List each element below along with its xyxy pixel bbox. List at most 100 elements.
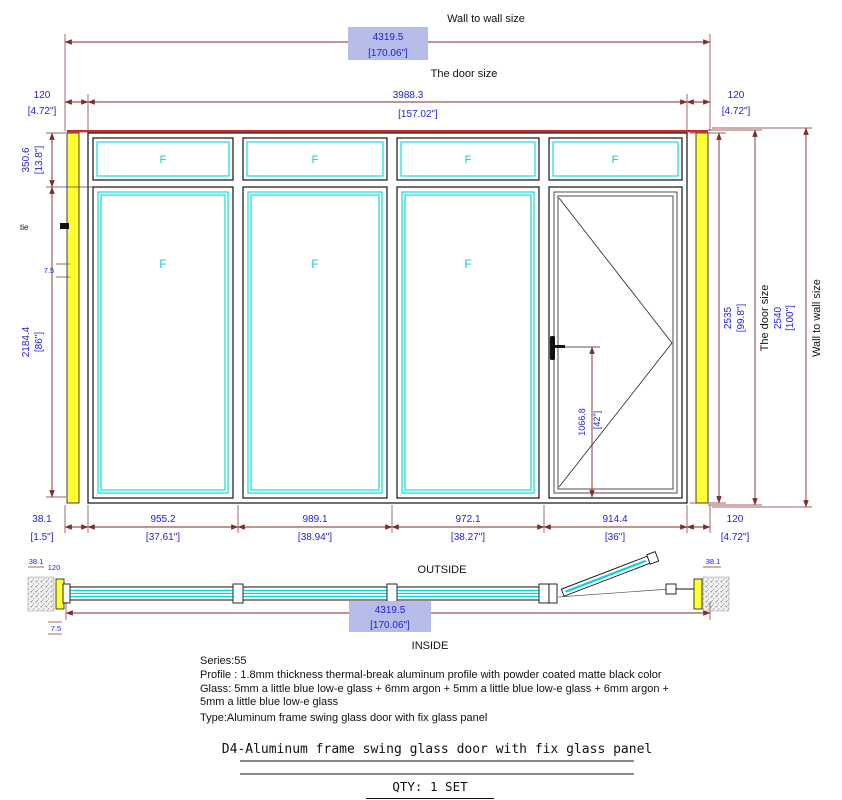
plan-left-wall-mm: 38.1: [29, 557, 44, 566]
right-gap-bottom-mm: 120: [727, 514, 744, 525]
spec-glass-1: Glass: 5mm a little blue low-e glass + 6…: [200, 683, 669, 695]
open-leaf-glass: [565, 559, 647, 593]
door-handle-lever: [554, 345, 565, 348]
bottom-dimensions: 955.2 [37.61"] 989.1 [38.94"] 972.1 [38.…: [64, 505, 750, 543]
right-gap-in: [4.72"]: [722, 106, 751, 117]
fixed-panel: [396, 186, 540, 499]
door-leaf: [553, 191, 678, 494]
transom-glass: [400, 141, 536, 177]
fixed-mark: F: [465, 154, 472, 166]
top-dimensions: Wall to wall size 4319.5 [170.06"] The d…: [28, 13, 751, 133]
fixed-glass: [100, 194, 226, 491]
transom-glass: [246, 141, 384, 177]
transom-cell: [396, 137, 540, 181]
plan-left-gap-mm: 120: [48, 563, 61, 572]
right-profile-strip: [695, 132, 709, 504]
wall-tie-mark: [60, 223, 69, 229]
spec-type: Type:Aluminum frame swing glass door wit…: [200, 712, 487, 724]
frame-height-mm: 2535: [723, 306, 734, 329]
transom-glass: [552, 141, 679, 177]
left-dimensions: 350.6 [13.8"] tie 7.5 2184.4 [86"] 38.1 …: [20, 132, 92, 543]
door-dim-in: [157.02"]: [398, 109, 438, 120]
door-size-vertical-label: The door size: [759, 285, 771, 352]
panel-width-in: [37.61"]: [146, 532, 180, 543]
jamb-section: [548, 583, 558, 604]
outside-label: OUTSIDE: [418, 564, 467, 576]
door-frame: [548, 186, 683, 499]
reveal-gap-mm: 7.5: [44, 266, 54, 275]
plan-reveal-mm: 7.5: [51, 624, 61, 633]
spec-block: Series:55 Profile : 1.8mm thickness ther…: [200, 655, 669, 724]
mullion-section: [386, 583, 398, 604]
door-closed-line: [557, 588, 671, 598]
inside-label: INSIDE: [412, 640, 449, 652]
fixed-glass: [401, 191, 535, 494]
sill-in: [1.5"]: [30, 532, 53, 543]
plan-view: OUTSIDE 38.1 120 38.1 4319.5: [27, 551, 730, 652]
transom-row: F F F F: [92, 137, 683, 181]
swing-line: [558, 342, 673, 488]
transom-cell: [92, 137, 234, 181]
panel-width-mm: 989.1: [302, 514, 327, 525]
drawing-title: D4-Aluminum frame swing glass door with …: [222, 742, 652, 757]
elevation-view: F F F F F F F: [60, 129, 709, 504]
plan-right-wall-mm: 38.1: [706, 557, 721, 566]
tie-note: tie: [20, 223, 29, 232]
spec-glass-2: 5mm a little blue low-e glass: [200, 696, 339, 708]
wall-to-wall-vertical-label: Wall to wall size: [811, 279, 823, 357]
fixed-mark: F: [311, 257, 318, 271]
plan-total-mm: 4319.5: [375, 605, 406, 616]
door-leaf-inner: [557, 195, 674, 490]
fixed-panel: [242, 186, 388, 499]
fixed-glass: [250, 194, 380, 491]
fixed-mark: F: [159, 257, 166, 271]
outer-frame: [87, 132, 688, 504]
left-gap-in: [4.72"]: [28, 106, 57, 117]
panel-width-in: [36"]: [605, 532, 625, 543]
panel-width-mm: 955.2: [150, 514, 175, 525]
plan-dim-highlight: [349, 601, 431, 632]
open-leaf-edge: [646, 551, 660, 565]
title-block: D4-Aluminum frame swing glass door with …: [222, 742, 652, 799]
fixed-glass: [247, 191, 383, 494]
left-wall-block: [27, 576, 55, 612]
swing-door: 1066.8 [42"]: [548, 186, 683, 499]
right-dimensions: 2535 [99.8"] The door size 2540 [100"] W…: [690, 127, 823, 508]
wall-dim-mm: 4319.5: [373, 32, 404, 43]
fixed-glass: [404, 194, 532, 491]
door-height-in: [100"]: [785, 305, 796, 331]
panel-height-in: [86"]: [34, 332, 45, 352]
right-wall-profile: [693, 578, 703, 610]
fixed-mark: F: [160, 154, 167, 166]
frame-height-in: [99.8"]: [736, 303, 747, 332]
panel-width-mm: 972.1: [455, 514, 480, 525]
right-gap-bottom-in: [4.72"]: [721, 532, 750, 543]
right-wall-block: [702, 576, 730, 612]
mullion-section: [232, 583, 244, 604]
handle-height-in: [42"]: [592, 411, 602, 429]
left-gap-mm: 120: [34, 90, 51, 101]
panel-width-in: [38.94"]: [298, 532, 332, 543]
panel-width-mm: 914.4: [602, 514, 627, 525]
fixed-panels: F F F: [92, 186, 540, 499]
left-profile-strip: [66, 132, 80, 504]
wall-to-wall-label: Wall to wall size: [447, 13, 525, 25]
transom-height-in: [13.8"]: [34, 145, 45, 174]
fixed-mark: F: [612, 154, 619, 166]
right-gap-mm: 120: [728, 90, 745, 101]
quantity-text: QTY: 1 SET: [392, 779, 468, 794]
swing-line: [558, 197, 673, 344]
wall-dim-in: [170.06"]: [368, 48, 408, 59]
spec-profile: Profile : 1.8mm thickness thermal-break …: [200, 669, 662, 681]
transom-cell: [242, 137, 388, 181]
handle-height-mm: 1066.8: [577, 408, 587, 436]
fixed-panel: [92, 186, 234, 499]
panel-width-in: [38.27"]: [451, 532, 485, 543]
transom-cell: [548, 137, 683, 181]
door-size-label: The door size: [431, 68, 498, 80]
open-door-leaf: [560, 551, 660, 597]
fixed-mark: F: [312, 154, 319, 166]
strike-jamb-section: [665, 583, 677, 595]
